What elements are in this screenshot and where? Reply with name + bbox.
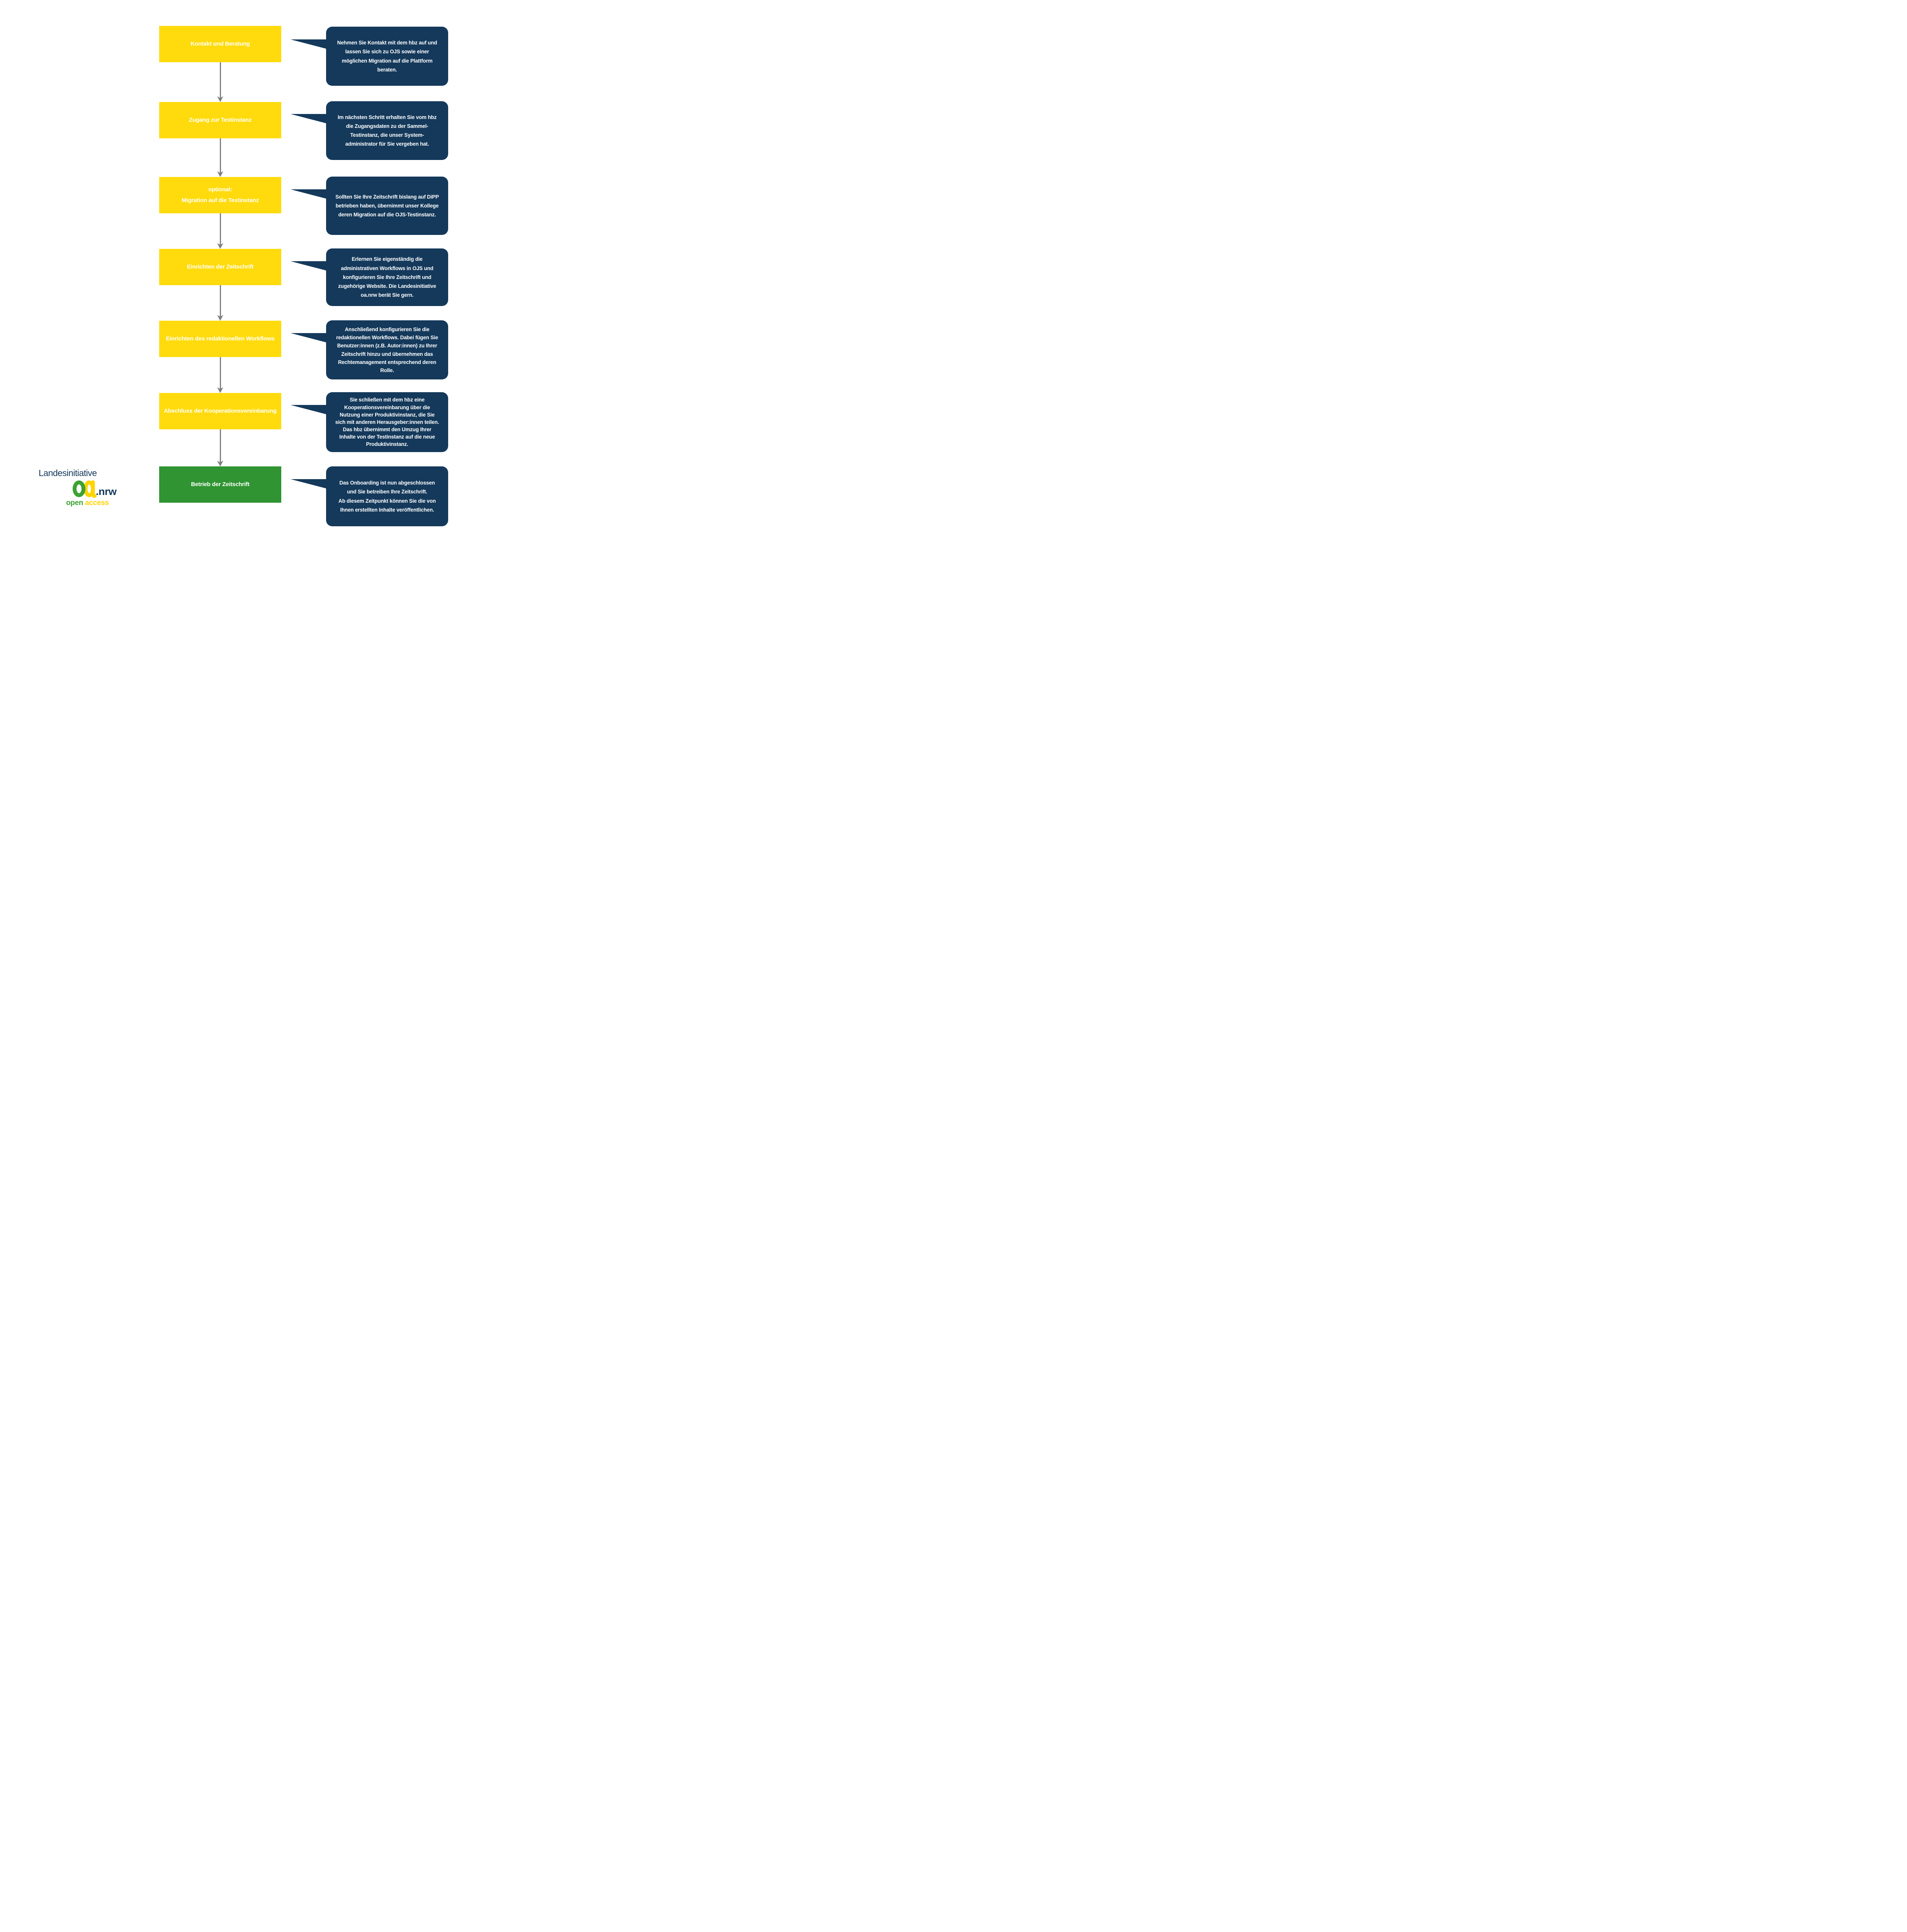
step-box-label: optional: Migration auf die Testinstanz — [182, 186, 259, 204]
oa-logo-mark-icon — [73, 480, 97, 498]
logo-open-text: open — [66, 499, 83, 507]
flow-down-arrow-icon — [216, 213, 225, 249]
flow-down-arrow-icon — [216, 62, 225, 102]
callout-text: Sollten Sie Ihre Zeitschrift bislang auf… — [335, 194, 439, 218]
step-box-zugang-zur-testinstanz: Zugang zur Testinstanz — [159, 102, 281, 138]
callout-kontakt-und-beratung: Nehmen Sie Kontakt mit dem hbz auf und l… — [326, 27, 448, 86]
step-box-label: Abschluss der Kooperationsvereinbarung — [164, 407, 277, 414]
oa-nrw-logo: Landesinitiative .nrw open access — [39, 466, 155, 512]
callout-text: Anschließend konfigurieren Sie die redak… — [336, 326, 438, 374]
callout-abschluss-der-kooperationsvereinbarung: Sie schließen mit dem hbz eine Kooperati… — [326, 392, 448, 452]
step-box-einrichten-des-redaktionellen-workflows: Einrichten des redaktionellen Workflows — [159, 321, 281, 357]
step-box-migration-auf-die-testinstanz: optional: Migration auf die Testinstanz — [159, 177, 281, 213]
flow-down-arrow-icon — [216, 357, 225, 393]
step-box-einrichten-der-zeitschrift: Einrichten der Zeitschrift — [159, 249, 281, 285]
step-box-label: Einrichten des redaktionellen Workflows — [166, 335, 275, 342]
callout-text: Das Onboarding ist nun abgeschlossen und… — [338, 480, 436, 513]
logo-open-access-text: open access — [66, 499, 109, 507]
step-box-kontakt-und-beratung: Kontakt und Beratung — [159, 26, 281, 62]
callout-einrichten-des-redaktionellen-workflows: Anschließend konfigurieren Sie die redak… — [326, 320, 448, 379]
flow-down-arrow-icon — [216, 138, 225, 177]
logo-access-text: access — [85, 499, 109, 507]
callout-text: Im nächsten Schritt erhalten Sie vom hbz… — [337, 114, 437, 147]
step-box-label: Betrieb der Zeitschrift — [191, 481, 250, 488]
flow-down-arrow-icon — [216, 285, 225, 321]
step-box-betrieb-der-zeitschrift: Betrieb der Zeitschrift — [159, 466, 281, 503]
step-box-label: Kontakt und Beratung — [190, 40, 250, 47]
callout-zugang-zur-testinstanz: Im nächsten Schritt erhalten Sie vom hbz… — [326, 101, 448, 160]
callout-einrichten-der-zeitschrift: Erlernen Sie eigenständig die administra… — [326, 248, 448, 306]
callout-text: Erlernen Sie eigenständig die administra… — [338, 256, 436, 298]
step-box-label: Zugang zur Testinstanz — [189, 116, 252, 123]
logo-landesinitiative-text: Landesinitiative — [39, 468, 97, 478]
onboarding-flowchart: Kontakt und Beratung Zugang zur Testinst… — [0, 0, 477, 539]
step-box-label: Einrichten der Zeitschrift — [187, 263, 254, 270]
flow-down-arrow-icon — [216, 429, 225, 466]
callout-migration-auf-die-testinstanz: Sollten Sie Ihre Zeitschrift bislang auf… — [326, 177, 448, 235]
callout-betrieb-der-zeitschrift: Das Onboarding ist nun abgeschlossen und… — [326, 466, 448, 526]
step-box-abschluss-der-kooperationsvereinbarung: Abschluss der Kooperationsvereinbarung — [159, 393, 281, 429]
logo-nrw-text: .nrw — [96, 486, 117, 497]
callout-text: Nehmen Sie Kontakt mit dem hbz auf und l… — [337, 40, 437, 73]
callout-text: Sie schließen mit dem hbz eine Kooperati… — [335, 397, 439, 447]
